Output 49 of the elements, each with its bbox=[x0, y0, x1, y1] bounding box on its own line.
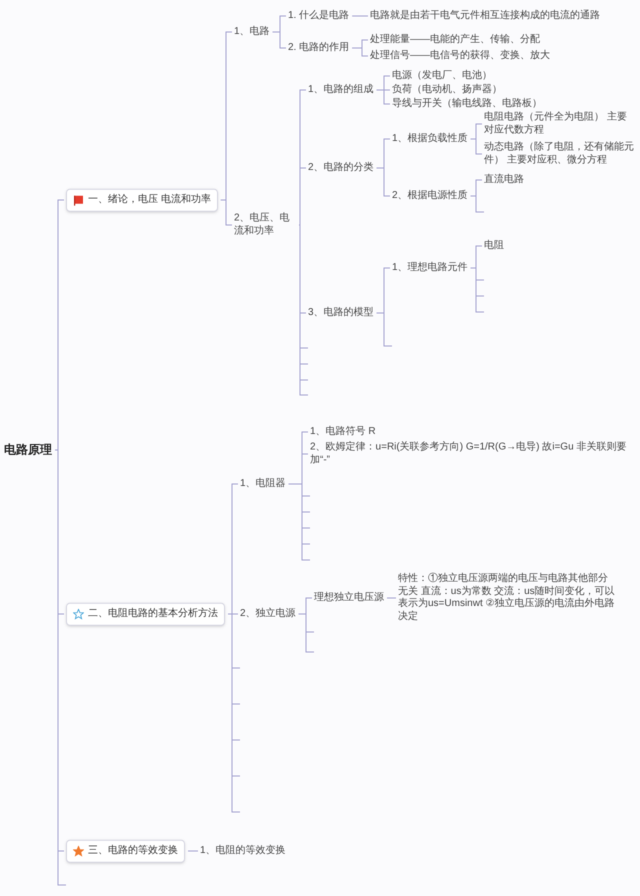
branch-line bbox=[220, 200, 232, 226]
branch-label: 电阻 bbox=[484, 240, 504, 252]
empty-branch-line bbox=[298, 614, 314, 652]
branch-label: 2、欧姆定律：u=Ri(关联参考方向) G=1/R(G→电导) 故i=Gu 非关联则要加“-” bbox=[310, 442, 628, 466]
branch-label: 1、电阻器 bbox=[240, 478, 286, 490]
branch-line bbox=[54, 200, 64, 450]
branch-label: 1、根据负载性质 bbox=[392, 132, 468, 146]
branch-label: 2、根据电源性质 bbox=[392, 190, 468, 202]
branch-label: 动态电路（除了电阻，还有储能元件） 主要对应积、微分方程 bbox=[484, 142, 634, 166]
topic-label: 三、电路的等效变换 bbox=[88, 844, 178, 858]
root-topic-label: 电路原理 bbox=[4, 442, 52, 458]
topic-label: 二、电阻电路的基本分析方法 bbox=[88, 608, 218, 620]
branch-label: 处理能量——电能的产生、传输、分配 bbox=[370, 34, 540, 46]
branch-line bbox=[470, 138, 482, 154]
branch-label: 1、电路符号 R bbox=[310, 426, 376, 438]
branch-label: 3、电路的模型 bbox=[308, 306, 374, 320]
branch-label: 1、理想电路元件 bbox=[392, 262, 468, 274]
branch-line bbox=[376, 168, 390, 196]
branch-label: 1、电路 bbox=[234, 26, 270, 38]
branch-label: 理想独立电压源 bbox=[314, 592, 384, 604]
branch-label: 电阻电路（元件全为电阻） 主要对应代数方程 bbox=[484, 112, 628, 136]
empty-branch-line bbox=[376, 312, 392, 346]
topic-label: 一、绪论，电压 电流和功率 bbox=[88, 194, 211, 206]
topic-box bbox=[66, 840, 185, 862]
branch-line bbox=[298, 168, 306, 226]
topic-box bbox=[66, 188, 218, 212]
branch-line bbox=[376, 90, 390, 104]
empty-branch-line bbox=[288, 484, 310, 560]
branch-label: 电路就是由若干电气元件相互连接构成的电流的通路 bbox=[370, 10, 600, 22]
branch-label: 1、电路的组成 bbox=[308, 84, 374, 96]
branch-label: 2、独立电源 bbox=[240, 608, 296, 620]
branch-line bbox=[272, 32, 286, 48]
topic-box bbox=[66, 602, 225, 626]
branch-label: 2、电压、电流和功率 bbox=[234, 212, 291, 238]
branch-label: 2. 电路的作用 bbox=[288, 42, 350, 54]
branch-label: 导线与开关（输电线路、电路板） bbox=[392, 98, 542, 110]
empty-branch-line bbox=[470, 196, 484, 212]
branch-label: 特性：①独立电压源两端的电压与电路其他部分无关 直流：us为常数 交流：us随时间变化，可以表示为us=Umsinwt ②独立电压源的电流由外电路决定 bbox=[398, 573, 616, 623]
branch-label: 处理信号——电信号的获得、变换、放大 bbox=[370, 50, 550, 62]
empty-branch-line bbox=[228, 614, 240, 812]
empty-branch-line bbox=[54, 450, 66, 886]
branch-line bbox=[352, 48, 368, 56]
branch-label: 1. 什么是电路 bbox=[288, 10, 350, 22]
branch-label: 直流电路 bbox=[484, 174, 524, 186]
branch-label: 2、电路的分类 bbox=[308, 162, 374, 174]
branch-label: 电源（发电厂、电池） bbox=[392, 70, 492, 82]
branch-line bbox=[188, 850, 198, 852]
branch-label: 1、电阻的等效变换 bbox=[200, 844, 286, 858]
branch-label: 负荷（电动机、扬声器） bbox=[392, 84, 502, 96]
